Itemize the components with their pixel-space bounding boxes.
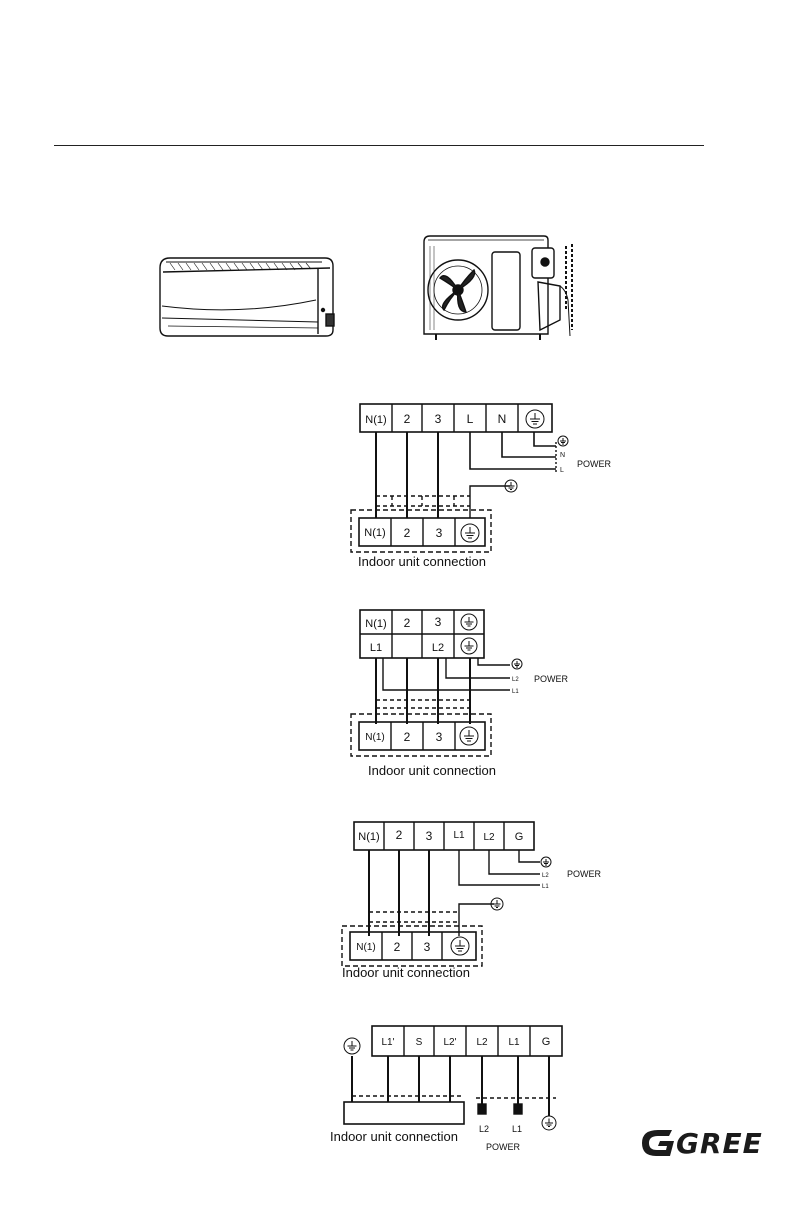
d4-caption: Indoor unit connection — [330, 1129, 458, 1144]
d3-wire-l1: L1 — [542, 884, 549, 890]
d2-wire-l2: L2 — [512, 677, 519, 683]
d1-wire-l: L — [560, 467, 564, 474]
d2-indoor-n1: N(1) — [365, 732, 384, 743]
d2-terminal-l1: L1 — [370, 642, 382, 654]
outdoor-unit-illustration — [424, 236, 572, 340]
d3-wire-l2: L2 — [542, 873, 549, 879]
d3-terminal-g: G — [515, 831, 524, 843]
d3-terminal-l1: L1 — [453, 830, 465, 841]
d3-terminal-2: 2 — [396, 828, 403, 842]
d4-wire-l1: L1 — [512, 1124, 522, 1134]
d3-power-label: POWER — [567, 869, 602, 879]
d4-terminal-s: S — [416, 1037, 423, 1048]
d1-indoor-n1: N(1) — [364, 527, 385, 539]
d2-terminal-n1: N(1) — [365, 618, 386, 630]
d1-wire-n: N — [560, 452, 565, 459]
d2-terminal-2: 2 — [404, 616, 411, 630]
d3-indoor-2: 2 — [394, 940, 401, 954]
d2-indoor-3: 3 — [436, 730, 443, 744]
d4-terminal-l1p: L1' — [381, 1037, 394, 1048]
d4-power-label: POWER — [486, 1142, 521, 1152]
d3-indoor-n1: N(1) — [356, 942, 375, 953]
d4-terminal-l1: L1 — [508, 1037, 520, 1048]
d1-terminal-l: L — [467, 412, 474, 426]
brand-logo-text: GREE — [676, 1127, 763, 1160]
d3-indoor-3: 3 — [424, 940, 431, 954]
d1-caption: Indoor unit connection — [358, 554, 486, 569]
d3-caption: Indoor unit connection — [342, 965, 470, 980]
d1-terminal-n: N — [498, 412, 507, 426]
d2-terminal-l2: L2 — [432, 642, 444, 654]
d4-terminal-l2p: L2' — [443, 1037, 456, 1048]
d4-wire-l2: L2 — [479, 1124, 489, 1134]
d2-wire-l1: L1 — [512, 689, 519, 695]
d1-terminal-n1: N(1) — [365, 414, 386, 426]
indoor-unit-illustration — [160, 258, 334, 336]
d2-caption: Indoor unit connection — [368, 763, 496, 778]
d3-terminal-n1: N(1) — [358, 831, 379, 843]
d1-indoor-2: 2 — [404, 526, 411, 540]
d3-terminal-3: 3 — [426, 829, 433, 843]
d1-indoor-3: 3 — [436, 526, 443, 540]
d1-terminal-3: 3 — [435, 412, 442, 426]
d3-terminal-l2: L2 — [483, 832, 495, 843]
d2-power-label: POWER — [534, 674, 569, 684]
d1-power-label: POWER — [577, 459, 612, 469]
d2-terminal-3: 3 — [435, 615, 442, 629]
d4-terminal-l2: L2 — [476, 1037, 488, 1048]
d1-terminal-2: 2 — [404, 412, 411, 426]
d4-terminal-g: G — [542, 1036, 551, 1048]
d2-indoor-2: 2 — [404, 730, 411, 744]
